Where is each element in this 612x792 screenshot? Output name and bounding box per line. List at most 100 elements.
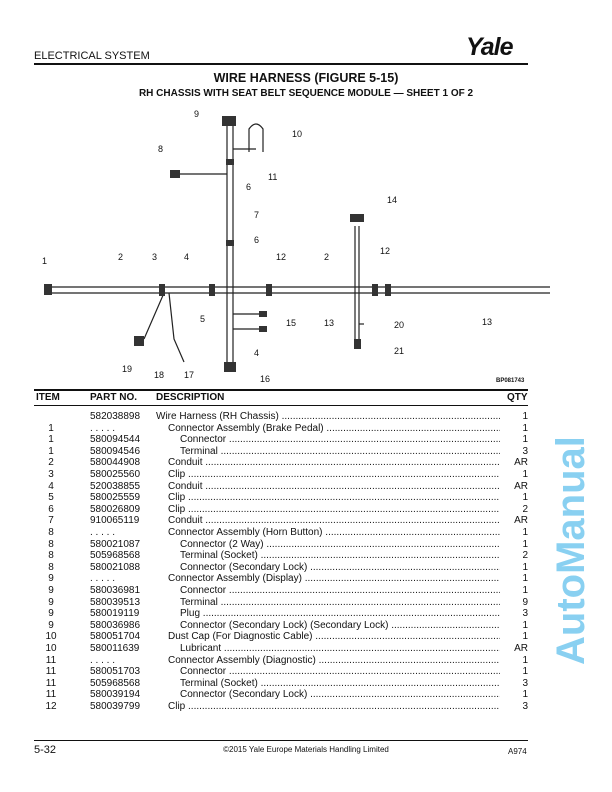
callout: 4: [184, 252, 189, 262]
watermark: AutoManual: [549, 436, 593, 665]
table-row: 8 . . . . . Connector Assembly (Horn But…: [34, 527, 528, 539]
description: Terminal: [180, 597, 500, 609]
item-number: 1: [48, 434, 54, 446]
quantity: 1: [522, 573, 528, 585]
table-row: 11 580051703 Connector 1: [34, 666, 528, 678]
callout: 6: [246, 182, 251, 192]
item-number: 8: [48, 527, 54, 538]
callout: 19: [122, 364, 132, 374]
part-number: . . . . .: [90, 422, 116, 434]
part-number: 580094544: [90, 434, 141, 446]
callout: 7: [254, 210, 259, 220]
part-number: 580039799: [90, 701, 141, 712]
col-header-description: DESCRIPTION: [156, 392, 225, 403]
item-number: 9: [48, 573, 54, 585]
description: Terminal (Socket): [180, 678, 500, 690]
part-number: 582038898: [90, 411, 141, 422]
part-number: 580044908: [90, 457, 141, 469]
col-header-item: ITEM: [36, 392, 60, 403]
table-row: 10 580011639 Lubricant AR: [34, 643, 528, 655]
page-subtitle: RH CHASSIS WITH SEAT BELT SEQUENCE MODUL…: [138, 88, 474, 99]
table-row: 9 580036986 Connector (Secondary Lock) (…: [34, 620, 528, 632]
quantity: 3: [522, 445, 528, 457]
callout: 2: [118, 252, 123, 262]
description: Connector (2 Way): [180, 539, 500, 551]
item-number: 8: [48, 538, 54, 550]
table-row: 582038898 Wire Harness (RH Chassis) 1: [34, 411, 528, 423]
part-number: 580036981: [90, 585, 141, 596]
quantity: 2: [522, 550, 528, 562]
description: Conduit: [168, 481, 500, 493]
callout: 3: [152, 252, 157, 262]
quantity: 3: [522, 701, 528, 712]
figure-reference: BP081743: [496, 378, 525, 384]
description: Plug: [180, 608, 500, 620]
table-top-rule: [34, 389, 528, 391]
part-number: 580025559: [90, 492, 141, 504]
callout: 15: [286, 318, 296, 328]
callout: 6: [254, 235, 259, 245]
description: Connector: [180, 434, 500, 446]
table-row: 10 580051704 Dust Cap (For Diagnostic Ca…: [34, 631, 528, 643]
item-number: 11: [45, 654, 57, 666]
header-divider: [34, 63, 528, 65]
col-header-qty: QTY: [507, 392, 528, 403]
callout: 21: [394, 346, 404, 356]
part-number: 580094546: [90, 445, 141, 457]
part-number: 505968568: [90, 677, 141, 689]
quantity: 3: [522, 608, 528, 620]
description: Conduit: [168, 457, 500, 469]
table-row: 1 580094544 Connector 1: [34, 434, 528, 446]
page-title: WIRE HARNESS (FIGURE 5-15): [213, 71, 399, 85]
item-number: 11: [45, 666, 57, 678]
table-row: 2 580044908 Conduit AR: [34, 457, 528, 469]
description: Clip: [168, 701, 500, 713]
quantity: AR: [514, 480, 528, 492]
item-number: 9: [48, 585, 54, 596]
callout: 12: [276, 252, 286, 262]
item-number: 11: [45, 677, 57, 689]
quantity: 9: [522, 596, 528, 608]
table-row: 8 580021087 Connector (2 Way) 1: [34, 539, 528, 551]
description: Conduit: [168, 515, 500, 527]
description: Clip: [168, 469, 500, 481]
item-number: 2: [48, 457, 54, 469]
section-header: ELECTRICAL SYSTEM: [34, 50, 150, 62]
document-code: A974: [508, 747, 527, 756]
item-number: 7: [48, 515, 54, 527]
quantity: AR: [514, 515, 528, 527]
item-number: 4: [48, 480, 54, 492]
part-number: 580036986: [90, 619, 141, 631]
quantity: 1: [522, 411, 528, 422]
table-row: 5 580025559 Clip 1: [34, 492, 528, 504]
callout: 13: [324, 318, 334, 328]
table-row: 11 . . . . . Connector Assembly (Diagnos…: [34, 655, 528, 667]
page-number: 5-32: [34, 744, 57, 756]
table-row: 7 910065119 Conduit AR: [34, 515, 528, 527]
copyright: ©2015 Yale Europe Materials Handling Lim…: [223, 745, 389, 754]
table-row: 9 580019119 Plug 3: [34, 608, 528, 620]
description: Terminal: [180, 446, 500, 458]
description: Connector (Secondary Lock): [180, 689, 500, 701]
footer-divider: [34, 740, 528, 741]
callout: 17: [184, 370, 194, 380]
description: Connector: [180, 666, 500, 678]
quantity: 1: [522, 469, 528, 480]
quantity: 1: [522, 689, 528, 701]
part-number: 580019119: [90, 608, 140, 620]
item-number: 11: [45, 689, 57, 701]
quantity: 1: [522, 631, 528, 643]
item-number: 8: [48, 561, 54, 573]
part-number: . . . . .: [90, 573, 116, 585]
part-number: 580026809: [90, 503, 141, 515]
description: Lubricant: [180, 643, 500, 655]
item-number: 9: [48, 596, 54, 608]
part-number: 580021088: [90, 561, 141, 573]
callout: 20: [394, 320, 404, 330]
callout: 2: [324, 252, 329, 262]
description: Connector: [180, 585, 500, 597]
quantity: 1: [522, 527, 528, 538]
callout: 12: [380, 246, 390, 256]
table-row: 9 580039513 Terminal 9: [34, 597, 528, 609]
description: Dust Cap (For Diagnostic Cable): [168, 631, 500, 643]
